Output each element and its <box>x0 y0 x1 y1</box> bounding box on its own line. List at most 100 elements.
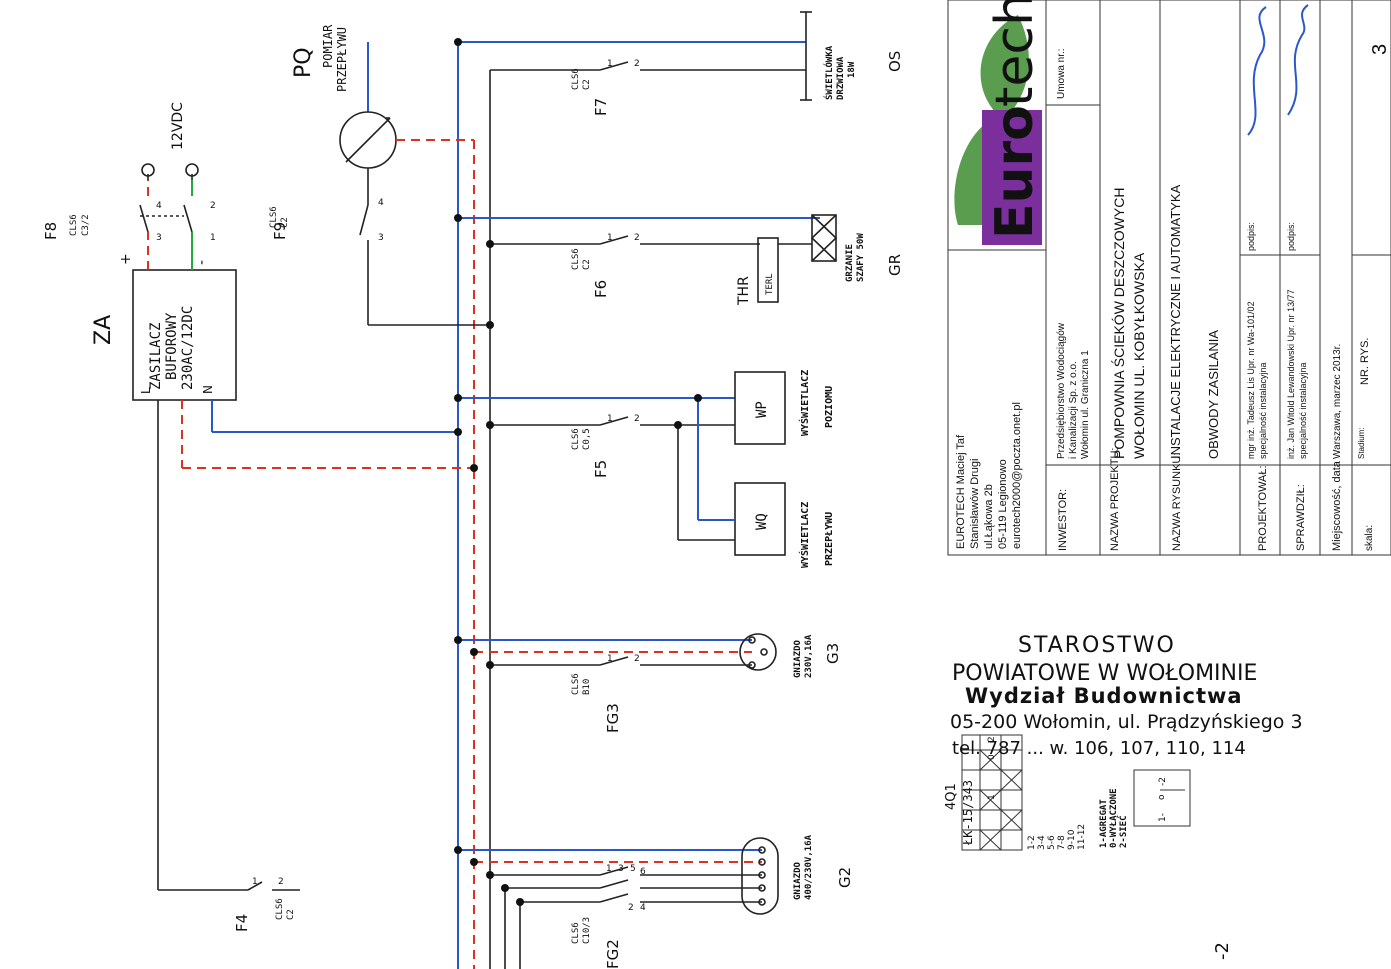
q1-row-4: 7-8 <box>1057 835 1067 850</box>
f4-tag: F4 <box>233 914 251 932</box>
fg3-type2: B10 <box>582 679 592 695</box>
stamp-line2: POWIATOWE W WOŁOMINIE <box>952 661 1257 686</box>
g2-line1: GNIAZDO <box>793 861 803 900</box>
fg2-type2: C10/3 <box>582 917 592 944</box>
gr-tag: GR <box>886 254 904 276</box>
company-line3: ul.Łąkowa 2b <box>983 484 995 549</box>
q1-legend3: 2-SIEĆ <box>1117 815 1129 848</box>
row-investor-label: INWESTOR: <box>1057 489 1069 551</box>
f5-tag: F5 <box>592 460 610 478</box>
title-block: Euro tech EUROTECH Maciej Taf Stanisławó… <box>947 0 1391 556</box>
f6-pin1: 1 <box>607 233 613 243</box>
row-drawing-label: NAZWA RYSUNKU: <box>1171 453 1183 551</box>
gr-line1: GRZANIE <box>845 244 855 282</box>
row-investor-extra: Umowa nr.: <box>1056 48 1067 99</box>
f8-pin2: 2 <box>210 201 216 211</box>
f8-type1: CLS6 <box>69 214 79 236</box>
fg2-pin3: 3 <box>618 864 624 874</box>
f8-tag: F8 <box>42 222 60 240</box>
stamp-line4: 05-200 Wołomin, ul. Prądzyńskiego 3 <box>950 711 1303 733</box>
g2-line2: 400/230V,16A <box>804 834 814 900</box>
busbars <box>457 40 491 969</box>
row-scale-extra2: 3 <box>1369 44 1391 55</box>
os-line1: ŚWIETLÓWKA <box>823 45 835 100</box>
row-scale-extra: NR. RYS. <box>1359 338 1371 385</box>
wp-box: WP <box>754 401 770 418</box>
row-checker-v1: inż. Jan Witold Lewandowski Upr. nr 13/7… <box>1286 289 1296 459</box>
row-project-label: NAZWA PROJEKTU: <box>1109 448 1121 552</box>
stamp-line3: Wydział Budownictwa <box>965 684 1243 708</box>
f7-type2: C2 <box>582 79 592 90</box>
f5-pin2: 2 <box>634 414 640 424</box>
thr-box: TERL <box>765 273 775 295</box>
eurotech-logo: Euro tech <box>954 0 1045 245</box>
wq-line2: PRZEPŁYWU <box>824 512 835 566</box>
f8-pin4: 4 <box>156 201 162 211</box>
os-tag: OS <box>886 51 904 72</box>
pq-tag: PQ <box>291 47 316 78</box>
g3-tag: G3 <box>824 643 842 664</box>
f8-pin1: 1 <box>210 233 216 243</box>
row-place-v1: Warszawa, marzec 2013r. <box>1332 344 1343 459</box>
f6-type2: C2 <box>582 259 592 270</box>
q1-sym-right: -2 <box>1158 777 1168 786</box>
circuit-za <box>132 163 478 891</box>
row-scale-label: skala: <box>1364 525 1375 551</box>
f6-pin2: 2 <box>634 233 640 243</box>
circuit-f6-gr <box>454 214 838 303</box>
za-tag: ZA <box>91 315 116 345</box>
fg2-type1: CLS6 <box>571 922 581 944</box>
f4-type2: C2 <box>286 909 296 920</box>
f9-pin3: 3 <box>378 233 384 243</box>
f7-pin1: 1 <box>607 59 613 69</box>
f7-pin2: 2 <box>634 59 640 69</box>
company-line1: EUROTECH Maciej Taf <box>955 434 967 549</box>
wq-box: WQ <box>754 513 770 530</box>
row-project-v1: POMPOWNIA ŚCIEKÓW DESZCZOWYCH <box>1110 188 1127 459</box>
circuit-fg2-g2 <box>247 837 779 969</box>
company-line4: 05-119 Legionowo <box>997 459 1009 549</box>
thr-tag: THR <box>736 276 752 306</box>
circuit-f5-displays <box>454 371 786 556</box>
os-line3: 18W <box>847 61 857 78</box>
f8-pin3: 3 <box>156 233 162 243</box>
company-line2: Stanisławów Drugi <box>969 459 981 549</box>
row-place-label: Miejscowość, data <box>1331 460 1343 551</box>
row-checker-v2: specjalność instalacyjna <box>1298 362 1308 459</box>
q1-row-6: 11-12 <box>1077 824 1087 850</box>
q1-legend1: 1-AGREGAT <box>1099 799 1109 848</box>
f9-type1: CLS6 <box>269 206 279 228</box>
fg3-tag: FG3 <box>604 703 622 733</box>
wp-line2: POZIOMU <box>824 386 835 428</box>
os-labels: ŚWIETLÓWKA DRZWIOWA 18W OS <box>823 45 904 100</box>
fg2-pin1: 1 <box>606 864 612 874</box>
gr-line2: SZAFY 50W <box>856 233 866 282</box>
f6-tag: F6 <box>592 280 610 298</box>
stamp-line1: STAROSTWO <box>1018 633 1176 658</box>
q1-col-2: 2 <box>987 736 997 742</box>
row-checker-label: SPRAWDZIŁ: <box>1295 484 1307 551</box>
circuit-f7-os <box>454 11 812 101</box>
f9-tag: F9 <box>271 222 289 240</box>
q1-model: ŁK-15/343 <box>961 780 975 846</box>
f4-pin2: 2 <box>278 877 284 887</box>
fg3-pin2: 2 <box>634 654 640 664</box>
row-designer-v1: mgr inż. Tadeusz Lis Upr. nr Wa-101/02 <box>1246 301 1256 459</box>
fg2-pin6: 6 <box>640 867 646 877</box>
fg2-pin2: 2 <box>628 903 634 913</box>
wq-line1: WYŚWIETLACZ <box>798 502 811 568</box>
f8-type2: C3/2 <box>81 214 91 236</box>
q1-sym-mid: o <box>1157 794 1167 800</box>
row-designer-extra: podpis: <box>1246 222 1256 251</box>
row-designer-label: PROJEKTOWAŁ: <box>1257 465 1269 551</box>
row-checker-extra: podpis: <box>1286 222 1296 251</box>
q1-row-5: 9-10 <box>1067 829 1077 850</box>
pq-line1: POMIAR <box>321 24 335 68</box>
za-N: N <box>201 385 215 394</box>
za-line2: BUFOROWY <box>164 312 180 380</box>
g3-line2: 230V,16A <box>804 634 814 678</box>
g2-tag: G2 <box>836 867 854 888</box>
row-investor-v2: i Kanalizacji Sp. z o.o. <box>1068 361 1079 459</box>
fg2-pin5: 5 <box>630 864 636 874</box>
